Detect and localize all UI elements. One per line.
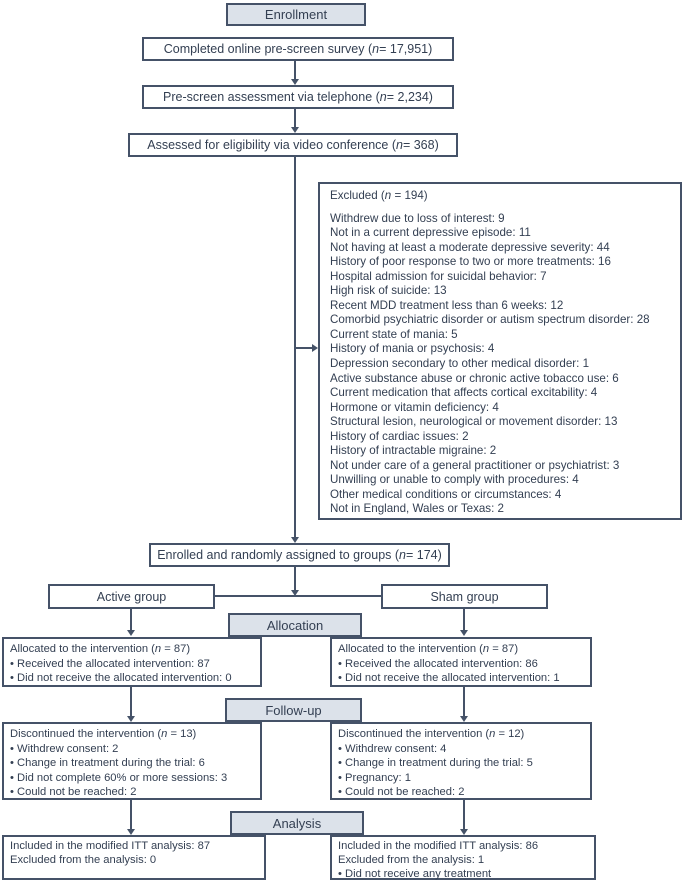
exclusion-reason: Not in a current depressive episode: 11 [330, 226, 531, 240]
connector-line [294, 567, 296, 590]
analysis-stage-header: Analysis [230, 811, 364, 835]
analysis-active-box: Included in the modified ITT analysis: 8… [2, 835, 266, 880]
analysis-sham-box: Included in the modified ITT analysis: 8… [330, 835, 596, 880]
exclusion-reason: Current state of mania: 5 [330, 327, 458, 341]
followup-detail: • Withdrew consent: 2 [10, 742, 119, 755]
followup-active-box: Discontinued the intervention (n = 13) •… [2, 722, 262, 800]
exclusion-reason: Hospital admission for suicidal behavior… [330, 269, 547, 283]
followup-active-detail-list: • Withdrew consent: 2 • Change in treatme… [10, 742, 256, 800]
exclusion-reason: Not under care of a general practitioner… [330, 458, 620, 472]
connector-line [296, 347, 312, 349]
allocation-stage-header: Allocation [228, 613, 362, 637]
connector-line [130, 687, 132, 716]
connector-line [463, 609, 465, 630]
excluded-box: Excluded (n = 194) Withdrew due to loss … [318, 182, 682, 520]
exclusion-reason: Structural lesion, neurological or movem… [330, 415, 618, 429]
connector-line [130, 800, 132, 829]
followup-active-title: Discontinued the intervention (n = 13) [10, 728, 197, 740]
allocation-sham-title: Allocated to the intervention (n = 87) [338, 643, 519, 655]
exclusion-reason: History of mania or psychosis: 4 [330, 342, 495, 356]
connector-line [215, 595, 381, 597]
connector-line [294, 109, 296, 127]
arrowhead-down-icon [460, 630, 468, 636]
followup-sham-detail-list: • Withdrew consent: 4 • Change in treatme… [338, 742, 586, 800]
exclusion-reason: Not in England, Wales or Texas: 2 [330, 502, 504, 516]
analysis-detail: Included in the modified ITT analysis: 8… [10, 840, 211, 852]
allocation-active-detail-list: • Received the allocated intervention: 8… [10, 657, 256, 686]
analysis-detail: • Did not receive any treatment [338, 867, 492, 880]
enrollment-stage-header: Enrollment [226, 3, 366, 26]
analysis-detail: Excluded from the analysis: 1 [338, 853, 485, 866]
exclusion-reason: Comorbid psychiatric disorder or autism … [330, 313, 650, 327]
allocation-detail: • Did not receive the allocated interven… [338, 672, 560, 685]
followup-detail: • Could not be reached: 2 [338, 786, 465, 799]
exclusion-reason: History of poor response to two or more … [330, 255, 611, 269]
followup-detail: • Change in treatment during the trial: … [10, 757, 205, 770]
exclusion-reason: Hormone or vitamin deficiency: 4 [330, 400, 499, 414]
allocation-sham-detail-list: • Received the allocated intervention: 8… [338, 657, 586, 686]
exclusion-reason: History of intractable migraine: 2 [330, 444, 497, 458]
exclusion-reason: Not having at least a moderate depressiv… [330, 240, 610, 254]
enrolled-randomized-box: Enrolled and randomly assigned to groups… [149, 543, 450, 567]
analysis-detail: Included in the modified ITT analysis: 8… [338, 840, 539, 852]
analysis-active-detail-list: Included in the modified ITT analysis: 8… [10, 840, 260, 868]
followup-stage-header: Follow-up [225, 698, 362, 722]
exclusion-reason: High risk of suicide: 13 [330, 284, 447, 298]
exclusion-reason: Current medication that affects cortical… [330, 386, 598, 400]
arrowhead-down-icon [127, 829, 135, 835]
followup-sham-title: Discontinued the intervention (n = 12) [338, 728, 525, 740]
arrowhead-down-icon [127, 716, 135, 722]
allocation-active-box: Allocated to the intervention (n = 87) •… [2, 637, 262, 687]
exclusion-reason: Recent MDD treatment less than 6 weeks: … [330, 298, 564, 312]
allocation-detail: • Received the allocated intervention: 8… [338, 657, 538, 670]
arrowhead-right-icon [312, 344, 318, 352]
followup-detail: • Withdrew consent: 4 [338, 742, 447, 755]
followup-sham-box: Discontinued the intervention (n = 12) •… [330, 722, 592, 800]
exclusion-reason: Other medical conditions or circumstance… [330, 487, 562, 501]
eligibility-assessment-box: Assessed for eligibility via video confe… [128, 133, 458, 157]
arrowhead-down-icon [291, 590, 299, 596]
allocation-detail: • Did not receive the allocated interven… [10, 672, 232, 685]
excluded-title: Excluded (n = 194) [330, 189, 428, 202]
arrowhead-down-icon [291, 127, 299, 133]
exclusion-reason: History of cardiac issues: 2 [330, 429, 469, 443]
allocation-sham-box: Allocated to the intervention (n = 87) •… [330, 637, 592, 687]
prescreen-survey-box: Completed online pre-screen survey (n = … [142, 37, 454, 61]
connector-line [294, 61, 296, 79]
connector-line [130, 609, 132, 630]
active-group-box: Active group [48, 584, 215, 609]
connector-line [294, 157, 296, 537]
exclusion-reason: Depression secondary to other medical di… [330, 357, 590, 371]
followup-detail: • Did not complete 60% or more sessions:… [10, 771, 228, 784]
followup-detail: • Pregnancy: 1 [338, 771, 411, 784]
followup-detail: • Could not be reached: 2 [10, 786, 137, 799]
arrowhead-down-icon [460, 716, 468, 722]
arrowhead-down-icon [460, 829, 468, 835]
connector-line [463, 800, 465, 829]
allocation-active-title: Allocated to the intervention (n = 87) [10, 643, 191, 655]
exclusion-reason: Withdrew due to loss of interest: 9 [330, 211, 505, 225]
analysis-detail: Excluded from the analysis: 0 [10, 853, 157, 866]
followup-detail: • Change in treatment during the trial: … [338, 757, 533, 770]
exclusion-reason: Unwilling or unable to comply with proce… [330, 473, 579, 487]
arrowhead-down-icon [291, 79, 299, 85]
exclusion-reason: Active substance abuse or chronic active… [330, 371, 619, 385]
arrowhead-down-icon [127, 630, 135, 636]
analysis-sham-detail-list: Included in the modified ITT analysis: 8… [338, 840, 590, 882]
arrowhead-down-icon [291, 537, 299, 543]
connector-line [463, 687, 465, 716]
telephone-assessment-box: Pre-screen assessment via telephone (n =… [142, 85, 454, 109]
sham-group-box: Sham group [381, 584, 548, 609]
allocation-detail: • Received the allocated intervention: 8… [10, 657, 210, 670]
